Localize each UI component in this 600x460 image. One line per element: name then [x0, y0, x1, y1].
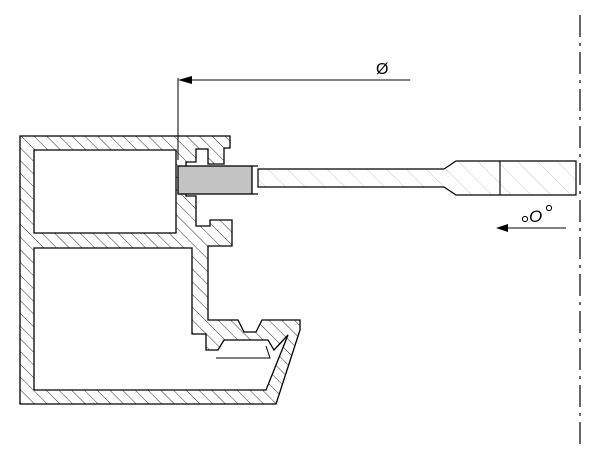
frame-inner-seam	[216, 345, 271, 359]
direction-arrowhead	[496, 224, 508, 232]
direction-dot-right	[545, 204, 553, 212]
dimension-arrowhead	[178, 76, 192, 84]
seal-block	[177, 165, 253, 195]
direction-dot-left	[521, 215, 529, 223]
direction-label: O	[529, 207, 542, 226]
shaft	[257, 160, 577, 196]
frame-profile	[19, 135, 301, 405]
diameter-label: Ø	[376, 61, 388, 78]
